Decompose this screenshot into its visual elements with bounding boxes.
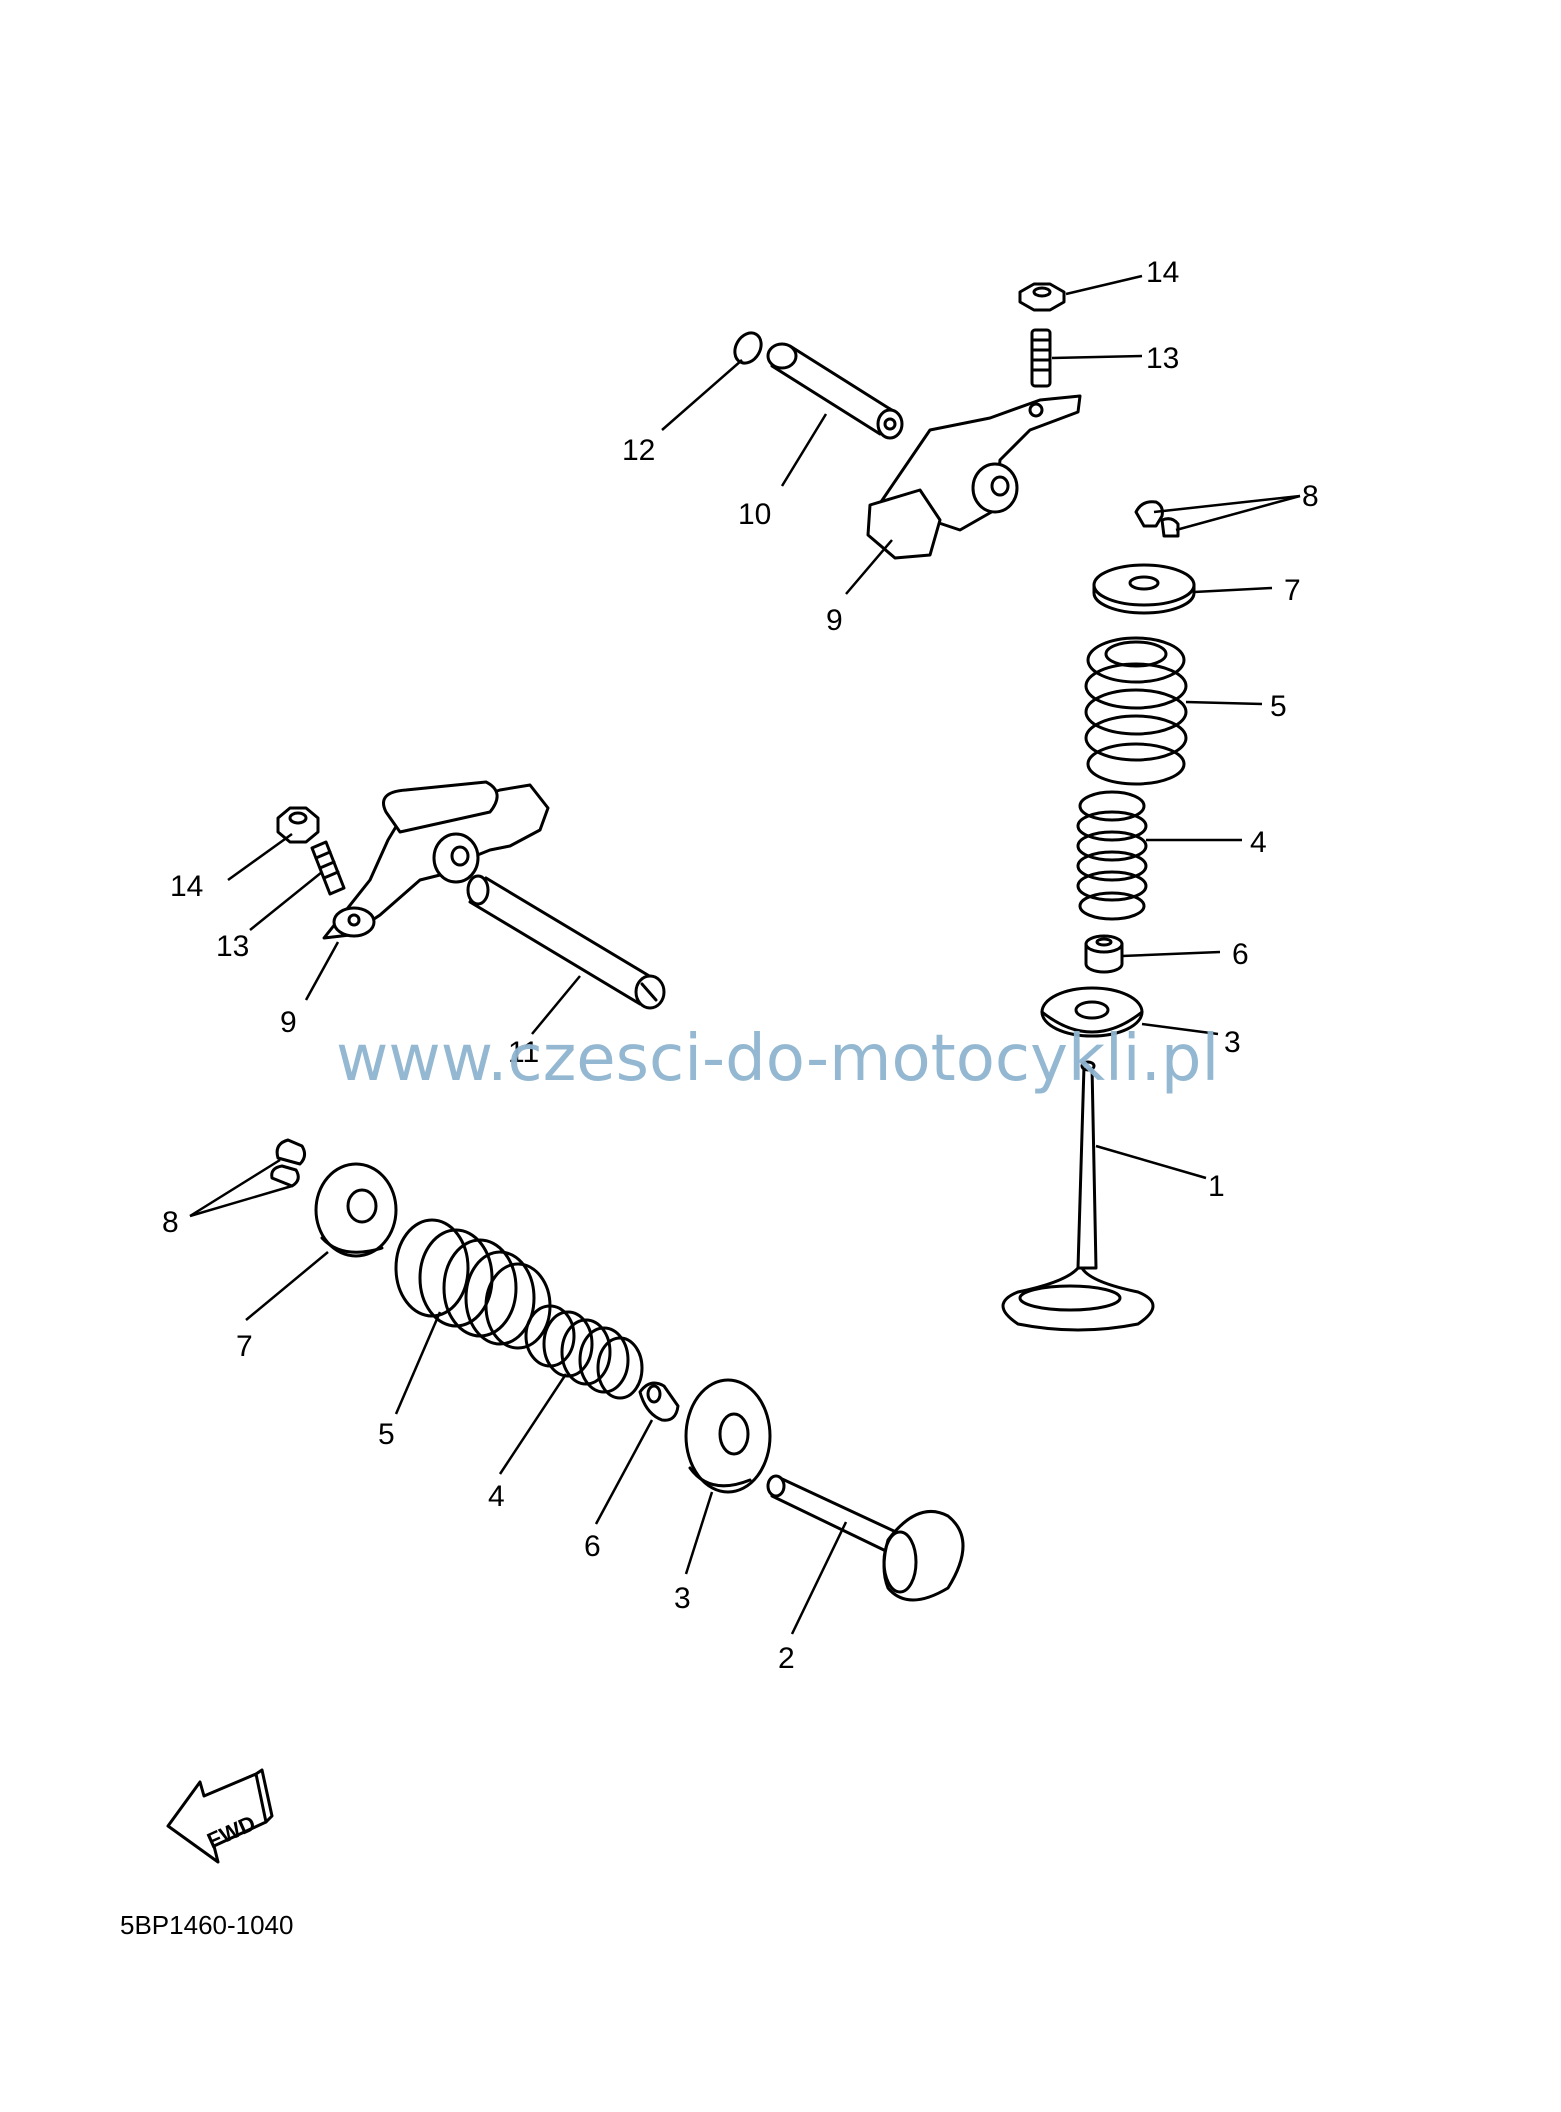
stem-seal-upper bbox=[1084, 934, 1124, 974]
cotter-upper bbox=[1134, 500, 1180, 538]
callout-7-lower: 7 bbox=[236, 1330, 253, 1363]
inner-spring-upper bbox=[1076, 790, 1148, 921]
o-ring bbox=[733, 331, 763, 365]
callout-14-left: 14 bbox=[170, 870, 203, 903]
callout-4-lower: 4 bbox=[488, 1480, 505, 1513]
rocker-shaft-left bbox=[466, 874, 666, 1010]
cotter-lower bbox=[270, 1138, 307, 1188]
rocker-arm-left bbox=[322, 780, 550, 940]
callout-5-lower: 5 bbox=[378, 1418, 395, 1451]
intake-valve bbox=[1001, 1060, 1155, 1332]
callout-9-left: 9 bbox=[280, 1006, 297, 1039]
nut-left bbox=[276, 806, 320, 844]
retainer-upper bbox=[1092, 563, 1196, 615]
callout-3-upper: 3 bbox=[1224, 1026, 1241, 1059]
callout-6-upper: 6 bbox=[1232, 938, 1249, 971]
leader-lines bbox=[189, 274, 1301, 1635]
callout-4-upper: 4 bbox=[1250, 826, 1267, 859]
outer-spring-upper bbox=[1084, 636, 1188, 786]
callout-5-upper: 5 bbox=[1270, 690, 1287, 723]
rocker-arm-upper bbox=[866, 394, 1082, 560]
diagram-code: 5BP1460-1040 bbox=[120, 1910, 293, 1940]
callout-13-left: 13 bbox=[216, 930, 249, 963]
stem-seal-lower bbox=[638, 1381, 680, 1422]
inner-spring-lower bbox=[524, 1304, 644, 1400]
callout-12: 12 bbox=[622, 434, 655, 467]
callout-13-upper: 13 bbox=[1146, 342, 1179, 375]
callout-11: 11 bbox=[508, 1036, 539, 1069]
rocker-shaft-upper bbox=[766, 342, 904, 440]
watermark-text: www.czesci-do-motocykli.pl bbox=[336, 1022, 1219, 1096]
outer-spring-lower bbox=[394, 1218, 552, 1350]
callout-14-upper: 14 bbox=[1146, 256, 1179, 289]
nut-upper bbox=[1018, 282, 1066, 312]
callout-1: 1 bbox=[1208, 1170, 1225, 1203]
spring-seat-lower bbox=[684, 1378, 772, 1494]
callout-numbers: 14 13 12 10 9 8 7 5 4 6 3 1 14 13 9 11 8… bbox=[162, 256, 1319, 1675]
adjust-screw-left bbox=[310, 840, 346, 896]
callout-7-upper: 7 bbox=[1284, 574, 1301, 607]
exhaust-valve bbox=[766, 1474, 965, 1602]
retainer-lower bbox=[314, 1162, 398, 1258]
callout-8-upper: 8 bbox=[1302, 480, 1319, 513]
callout-6-lower: 6 bbox=[584, 1530, 601, 1563]
callout-9-upper: 9 bbox=[826, 604, 843, 637]
callout-8-lower: 8 bbox=[162, 1206, 179, 1239]
callout-2: 2 bbox=[778, 1642, 795, 1675]
fwd-arrow-icon: FWD bbox=[166, 1768, 274, 1864]
adjust-screw-upper bbox=[1030, 328, 1052, 388]
callout-3-lower: 3 bbox=[674, 1582, 691, 1615]
callout-10: 10 bbox=[738, 498, 771, 531]
spring-seat-upper bbox=[1040, 986, 1144, 1038]
